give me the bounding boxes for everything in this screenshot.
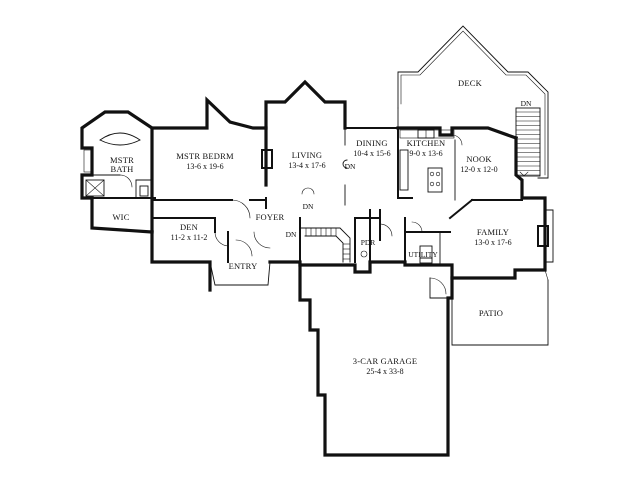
room-name-foyer: FOYER [256, 212, 285, 222]
stair-dn-label: DN [303, 202, 314, 211]
room-name-garage: 3-CAR GARAGE [353, 356, 418, 366]
door-swing-icon [235, 239, 253, 257]
door-swing-icon [379, 223, 393, 237]
stair-dn-label: DN [345, 162, 356, 171]
fireplace-icon [261, 149, 273, 169]
room-name-family: FAMILY [477, 227, 509, 237]
door-swing-icon [231, 199, 251, 219]
room-name-pdr: PDR [361, 238, 376, 247]
room-name-kitchen: KITCHEN [407, 138, 446, 148]
room-dims-master-bedroom: 13-6 x 19-6 [186, 162, 223, 171]
fireplace-icon [537, 225, 549, 247]
room-name-nook: NOOK [466, 154, 492, 164]
shower-icon [85, 179, 105, 197]
door-swing-icon [119, 174, 133, 188]
room-dims-kitchen: 9-0 x 13-6 [409, 149, 442, 158]
garage-walls [298, 263, 454, 457]
door-swing-icon [301, 187, 315, 195]
toilet-icon [360, 250, 368, 258]
room-dims-family: 13-0 x 17-6 [474, 238, 511, 247]
toilet-icon [139, 185, 149, 197]
room-name-wic: WIC [112, 212, 129, 222]
main-stair [299, 227, 351, 263]
doors [119, 134, 529, 295]
fixtures [83, 129, 549, 264]
room-dims-dining: 10-4 x 15-6 [353, 149, 390, 158]
fridge-icon [399, 149, 409, 191]
room-dims-den: 11-2 x 11-2 [171, 233, 208, 242]
room-dims-garage: 25-4 x 33-8 [366, 367, 403, 376]
room-name-living: LIVING [292, 150, 322, 160]
room-name-deck: DECK [458, 78, 483, 88]
bathtub-icon [99, 132, 141, 146]
deck-outline [397, 25, 549, 179]
stair-dn-label: DN [521, 99, 532, 108]
room-name-entry: ENTRY [229, 261, 258, 271]
interior-walls [91, 126, 523, 266]
room-name-den: DEN [180, 222, 198, 232]
kitchen-island [427, 167, 443, 193]
room-name-patio: PATIO [479, 308, 503, 318]
stair-dn-label: DN [286, 230, 297, 239]
door-swing-icon [429, 277, 447, 295]
room-dims-living: 13-4 x 17-6 [288, 161, 325, 170]
door-swing-icon [411, 221, 423, 233]
room-name-utility: UTILITY [408, 250, 438, 259]
door-swing-icon [253, 231, 271, 249]
patio-outline [429, 269, 549, 346]
door-swing-icon [214, 231, 229, 247]
door-swing-icon [451, 134, 463, 146]
room-name-master-bedroom: MSTR BEDRM [176, 151, 234, 161]
deck-stair [515, 107, 541, 177]
room-dims-nook: 12-0 x 12-0 [460, 165, 497, 174]
arrow-down-icon [519, 171, 529, 177]
room-name-dining: DINING [356, 138, 387, 148]
